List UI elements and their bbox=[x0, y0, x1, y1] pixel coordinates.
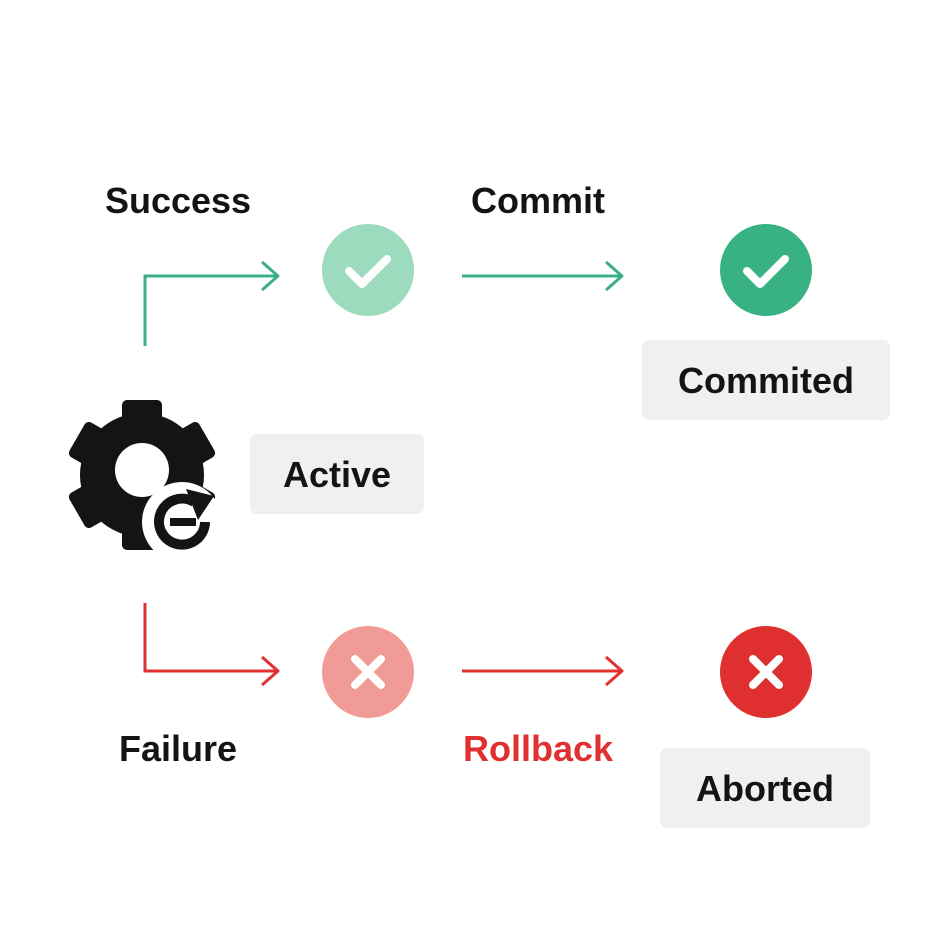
check-icon bbox=[345, 255, 391, 288]
failure-label: Failure bbox=[119, 728, 237, 769]
commit-arrow bbox=[462, 260, 624, 292]
aborted-state-box: Aborted bbox=[660, 748, 870, 828]
committed-node bbox=[720, 224, 812, 316]
committed-state-label: Commited bbox=[678, 360, 854, 401]
x-icon bbox=[351, 655, 385, 689]
aborted-state-label: Aborted bbox=[696, 768, 834, 809]
rollback-label: Rollback bbox=[463, 728, 614, 769]
aborted-node bbox=[720, 626, 812, 718]
rollback-arrow bbox=[462, 655, 624, 687]
x-icon bbox=[749, 655, 783, 689]
commit-label: Commit bbox=[471, 180, 605, 221]
success-pending-node bbox=[322, 224, 414, 316]
active-state-label: Active bbox=[283, 454, 391, 495]
active-state-box: Active bbox=[250, 434, 424, 514]
failure-pending-node bbox=[322, 626, 414, 718]
check-icon bbox=[743, 255, 789, 288]
gear-refresh-icon bbox=[68, 400, 222, 562]
success-connector-arrow bbox=[143, 260, 280, 346]
failure-connector-arrow bbox=[143, 603, 280, 687]
success-label: Success bbox=[105, 180, 251, 221]
committed-state-box: Commited bbox=[642, 340, 890, 420]
